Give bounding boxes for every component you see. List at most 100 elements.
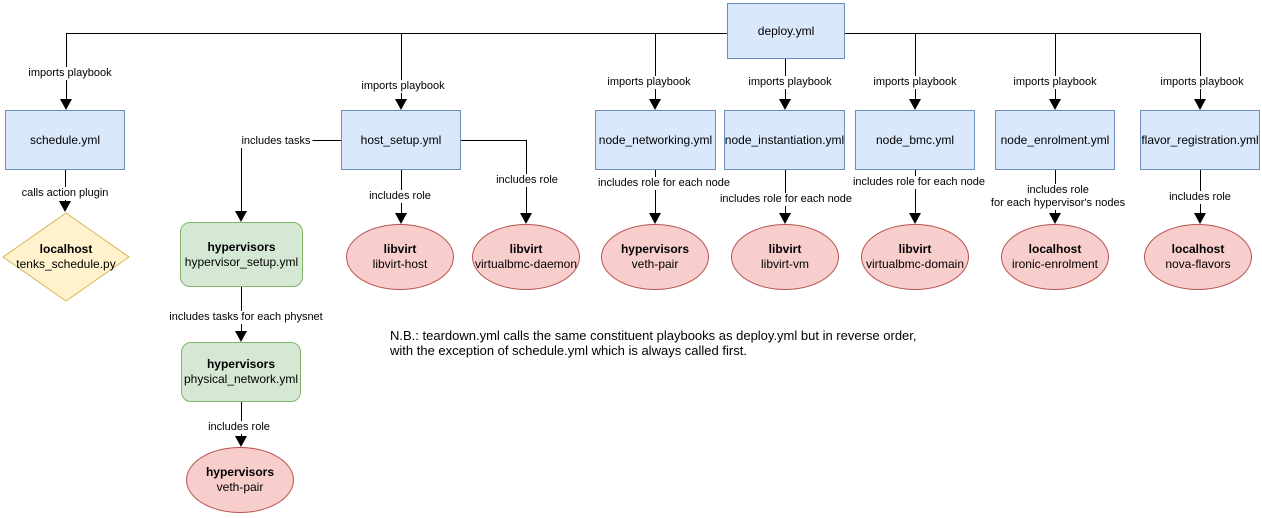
role-virtualbmc-domain: libvirt virtualbmc-domain	[861, 224, 969, 290]
role-group: libvirt	[383, 242, 417, 256]
arrowhead	[395, 213, 407, 224]
teardown-note-line1: N.B.: teardown.yml calls the same consti…	[390, 328, 917, 343]
node-node-instantiation-yml: node_instantiation.yml	[724, 110, 845, 170]
node-label: node_enrolment.yml	[1000, 132, 1110, 147]
arrowhead	[59, 201, 71, 212]
role-group: libvirt	[768, 242, 802, 256]
role-name: ironic-enrolment	[1011, 257, 1099, 271]
edge-label-imports-playbook: imports playbook	[605, 76, 693, 89]
connector-schedule-tenks	[65, 170, 66, 201]
node-physical-network-yml: hypervisors physical_network.yml	[181, 342, 301, 402]
role-name: nova-flavors	[1165, 257, 1231, 271]
node-host-setup-yml: host_setup.yml	[341, 110, 461, 170]
role-group: hypervisors	[205, 465, 275, 479]
connector-physical-network-veth	[241, 402, 242, 436]
role-name: veth-pair	[216, 480, 264, 494]
node-node-bmc-yml: node_bmc.yml	[855, 110, 975, 170]
node-label: node_bmc.yml	[875, 132, 955, 147]
edge-label-calls-action-plugin: calls action plugin	[19, 187, 111, 200]
arrowhead	[779, 99, 791, 110]
connector-networking-veth	[655, 170, 656, 213]
edge-label-includes-role: includes role	[367, 190, 433, 203]
arrowhead	[235, 211, 247, 222]
node-node-enrolment-yml: node_enrolment.yml	[995, 110, 1115, 170]
role-veth-pair: hypervisors veth-pair	[601, 224, 709, 290]
arrowhead	[60, 99, 72, 110]
role-nova-flavors: localhost nova-flavors	[1144, 224, 1252, 290]
role-group: localhost	[1028, 242, 1082, 256]
arrowhead	[520, 213, 532, 224]
edge-label-imports-playbook: imports playbook	[746, 76, 834, 89]
arrowhead	[1049, 213, 1061, 224]
connector-instantiation-libvirt-vm	[785, 170, 786, 213]
arrowhead	[395, 99, 407, 110]
teardown-note: N.B.: teardown.yml calls the same consti…	[390, 328, 917, 358]
node-file: physical_network.yml	[183, 372, 299, 386]
connector-trunk-horizontal	[66, 33, 1200, 34]
diamond-shape-icon	[2, 212, 130, 302]
arrowhead	[235, 331, 247, 342]
role-name: libvirt-vm	[761, 257, 809, 271]
node-group: localhost	[39, 242, 93, 256]
edge-label-imports-playbook: imports playbook	[26, 67, 114, 80]
arrowhead	[235, 436, 247, 447]
role-libvirt-vm: libvirt libvirt-vm	[731, 224, 839, 290]
node-label: node_instantiation.yml	[724, 132, 845, 147]
role-name: veth-pair	[631, 257, 679, 271]
arrowhead	[649, 99, 661, 110]
role-name: libvirt-host	[372, 257, 428, 271]
edge-label-imports-playbook: imports playbook	[359, 80, 447, 93]
edge-label-includes-tasks: includes tasks	[239, 135, 313, 148]
connector-deploy-flavor-registration	[1200, 33, 1201, 99]
node-label: host_setup.yml	[360, 132, 442, 147]
connector-deploy-schedule	[66, 33, 67, 99]
edge-label-imports-playbook: imports playbook	[871, 76, 959, 89]
node-label: schedule.yml	[29, 132, 101, 147]
arrowhead	[649, 213, 661, 224]
role-group: libvirt	[898, 242, 932, 256]
arrowhead	[909, 213, 921, 224]
node-file: tenks_schedule.py	[16, 257, 116, 271]
connector-deploy-host-setup	[401, 33, 402, 99]
node-schedule-yml: schedule.yml	[5, 110, 125, 170]
role-libvirt-host: libvirt libvirt-host	[346, 224, 454, 290]
arrowhead	[1194, 213, 1206, 224]
edge-label-includes-role-each-node: includes role for each node	[850, 176, 988, 189]
node-tenks-schedule-diamond: localhost tenks_schedule.py	[2, 212, 130, 302]
teardown-note-line2: with the exception of schedule.yml which…	[390, 343, 747, 358]
role-name: virtualbmc-domain	[865, 257, 965, 271]
role-group: localhost	[1171, 242, 1225, 256]
edge-label-includes-role-hypervisors-nodes: includes role for each hypervisor's node…	[988, 184, 1128, 210]
edge-label-includes-role: includes role	[206, 421, 272, 434]
edge-label-imports-playbook: imports playbook	[1011, 76, 1099, 89]
connector-bmc-virtualbmc-domain	[915, 170, 916, 213]
arrowhead	[779, 213, 791, 224]
node-node-networking-yml: node_networking.yml	[595, 110, 716, 170]
connector-deploy-node-enrolment	[1055, 33, 1056, 99]
arrowhead	[909, 99, 921, 110]
role-virtualbmc-daemon: libvirt virtualbmc-daemon	[472, 224, 580, 290]
edge-label-includes-role-each-node: includes role for each node	[717, 193, 855, 206]
role-ironic-enrolment: localhost ironic-enrolment	[1001, 224, 1109, 290]
connector-host-setup-daemon-h	[461, 140, 526, 141]
edge-label-line2: for each hypervisor's nodes	[990, 197, 1126, 209]
role-name: virtualbmc-daemon	[474, 257, 578, 271]
node-label: flavor_registration.yml	[1141, 132, 1259, 147]
node-flavor-registration-yml: flavor_registration.yml	[1140, 110, 1260, 170]
node-group: hypervisors	[207, 239, 276, 254]
arrowhead	[1194, 99, 1206, 110]
edge-label-includes-role-each-node: includes role for each node	[595, 177, 733, 190]
edge-label-includes-role: includes role	[494, 174, 560, 187]
edge-label-includes-tasks-each-physnet: includes tasks for each physnet	[167, 311, 325, 324]
node-label: deploy.yml	[757, 23, 815, 38]
node-file: hypervisor_setup.yml	[184, 254, 299, 269]
node-group: hypervisors	[206, 357, 276, 371]
role-group: hypervisors	[620, 242, 690, 256]
node-label: node_networking.yml	[598, 132, 713, 147]
connector-deploy-node-networking	[655, 33, 656, 99]
connector-host-setup-hyp-setup-v	[241, 140, 242, 211]
edge-label-imports-playbook: imports playbook	[1158, 76, 1246, 89]
role-group: libvirt	[509, 242, 543, 256]
connector-deploy-node-bmc	[915, 33, 916, 99]
